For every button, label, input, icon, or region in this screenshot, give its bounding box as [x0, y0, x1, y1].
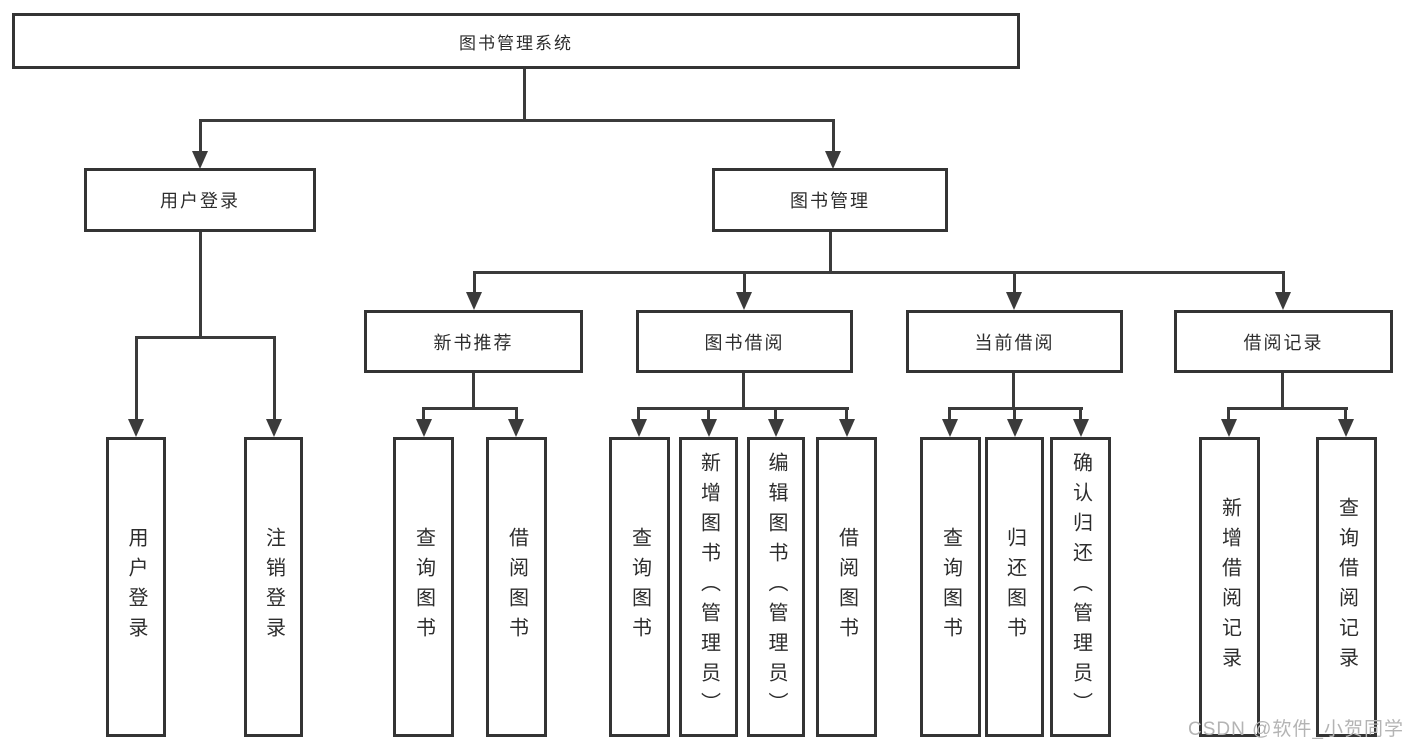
- connector-to-new-books: [473, 271, 476, 295]
- connector-borrow-records-trunk: [1281, 373, 1284, 410]
- connector-to-borrow-records: [1282, 271, 1285, 295]
- connector-to-bb-edit: [774, 407, 777, 422]
- connector-to-login: [135, 336, 138, 421]
- node-leaf-br-add-record: 新增借阅记录: [1199, 437, 1260, 737]
- arrowhead-nb-borrow: [508, 419, 524, 437]
- node-new-books: 新书推荐: [364, 310, 583, 373]
- arrowhead-bb-borrow: [839, 419, 855, 437]
- arrowhead-nb-query: [416, 419, 432, 437]
- connector-to-br-query: [1344, 407, 1347, 422]
- arrowhead-current-borrow: [1006, 292, 1022, 310]
- connector-borrow-records-horizontal: [1228, 407, 1348, 410]
- connector-root-horizontal: [199, 119, 835, 122]
- node-leaf-logout: 注销登录: [244, 437, 303, 737]
- node-leaf-nb-query-books: 查询图书: [393, 437, 454, 737]
- arrowhead-bb-edit: [768, 419, 784, 437]
- node-leaf-user-login: 用户登录: [106, 437, 166, 737]
- connector-to-bb-add: [707, 407, 710, 422]
- arrowhead-cb-query: [942, 419, 958, 437]
- arrowhead-bb-add: [701, 419, 717, 437]
- node-root-system: 图书管理系统: [12, 13, 1020, 69]
- connector-to-current-borrow: [1013, 271, 1016, 295]
- arrowhead-bb-query: [631, 419, 647, 437]
- connector-current-borrow-trunk: [1012, 373, 1015, 410]
- arrowhead-new-books: [466, 292, 482, 310]
- connector-book-borrow-trunk: [742, 373, 745, 410]
- arrowhead-book-mgmt: [825, 151, 841, 169]
- node-leaf-cb-confirm-return: 确认归还（管理员）: [1050, 437, 1111, 737]
- node-current-borrow: 当前借阅: [906, 310, 1123, 373]
- arrowhead-logout: [266, 419, 282, 437]
- node-book-mgmt: 图书管理: [712, 168, 948, 232]
- connector-user-login-horizontal: [135, 336, 276, 339]
- node-leaf-bb-add-books: 新增图书（管理员）: [679, 437, 738, 737]
- connector-book-mgmt-trunk: [829, 232, 832, 274]
- connector-to-cb-confirm: [1079, 407, 1082, 422]
- arrowhead-borrow-records: [1275, 292, 1291, 310]
- connector-current-borrow-horizontal: [949, 407, 1083, 410]
- node-leaf-cb-return-books: 归还图书: [985, 437, 1044, 737]
- connector-to-br-add: [1227, 407, 1230, 422]
- connector-root-trunk: [523, 69, 526, 122]
- connector-to-user-login: [199, 119, 202, 155]
- node-user-login: 用户登录: [84, 168, 316, 232]
- node-leaf-bb-borrow-books: 借阅图书: [816, 437, 877, 737]
- arrowhead-book-borrow: [736, 292, 752, 310]
- connector-to-cb-query: [948, 407, 951, 422]
- connector-to-nb-query: [422, 407, 425, 422]
- connector-to-cb-return: [1013, 407, 1016, 422]
- node-leaf-cb-query-books: 查询图书: [920, 437, 981, 737]
- connector-to-bb-borrow: [845, 407, 848, 422]
- connector-to-book-borrow: [743, 271, 746, 295]
- arrowhead-cb-confirm: [1073, 419, 1089, 437]
- connector-user-login-trunk: [199, 232, 202, 339]
- csdn-watermark: CSDN @软件_小贺同学: [1188, 719, 1404, 740]
- connector-to-nb-borrow: [515, 407, 518, 422]
- node-leaf-bb-edit-books: 编辑图书（管理员）: [747, 437, 805, 737]
- node-leaf-nb-borrow-books: 借阅图书: [486, 437, 547, 737]
- arrowhead-user-login: [192, 151, 208, 169]
- connector-book-mgmt-horizontal: [473, 271, 1285, 274]
- connector-new-books-horizontal: [423, 407, 518, 410]
- node-book-borrow: 图书借阅: [636, 310, 853, 373]
- connector-book-borrow-horizontal: [638, 407, 849, 410]
- arrowhead-login: [128, 419, 144, 437]
- arrowhead-br-add: [1221, 419, 1237, 437]
- arrowhead-cb-return: [1007, 419, 1023, 437]
- node-leaf-bb-query-books: 查询图书: [609, 437, 670, 737]
- connector-to-book-mgmt: [832, 119, 835, 155]
- arrowhead-br-query: [1338, 419, 1354, 437]
- connector-to-bb-query: [637, 407, 640, 422]
- node-leaf-br-query-record: 查询借阅记录: [1316, 437, 1377, 737]
- node-borrow-records: 借阅记录: [1174, 310, 1393, 373]
- connector-to-logout: [273, 336, 276, 421]
- connector-new-books-trunk: [472, 373, 475, 410]
